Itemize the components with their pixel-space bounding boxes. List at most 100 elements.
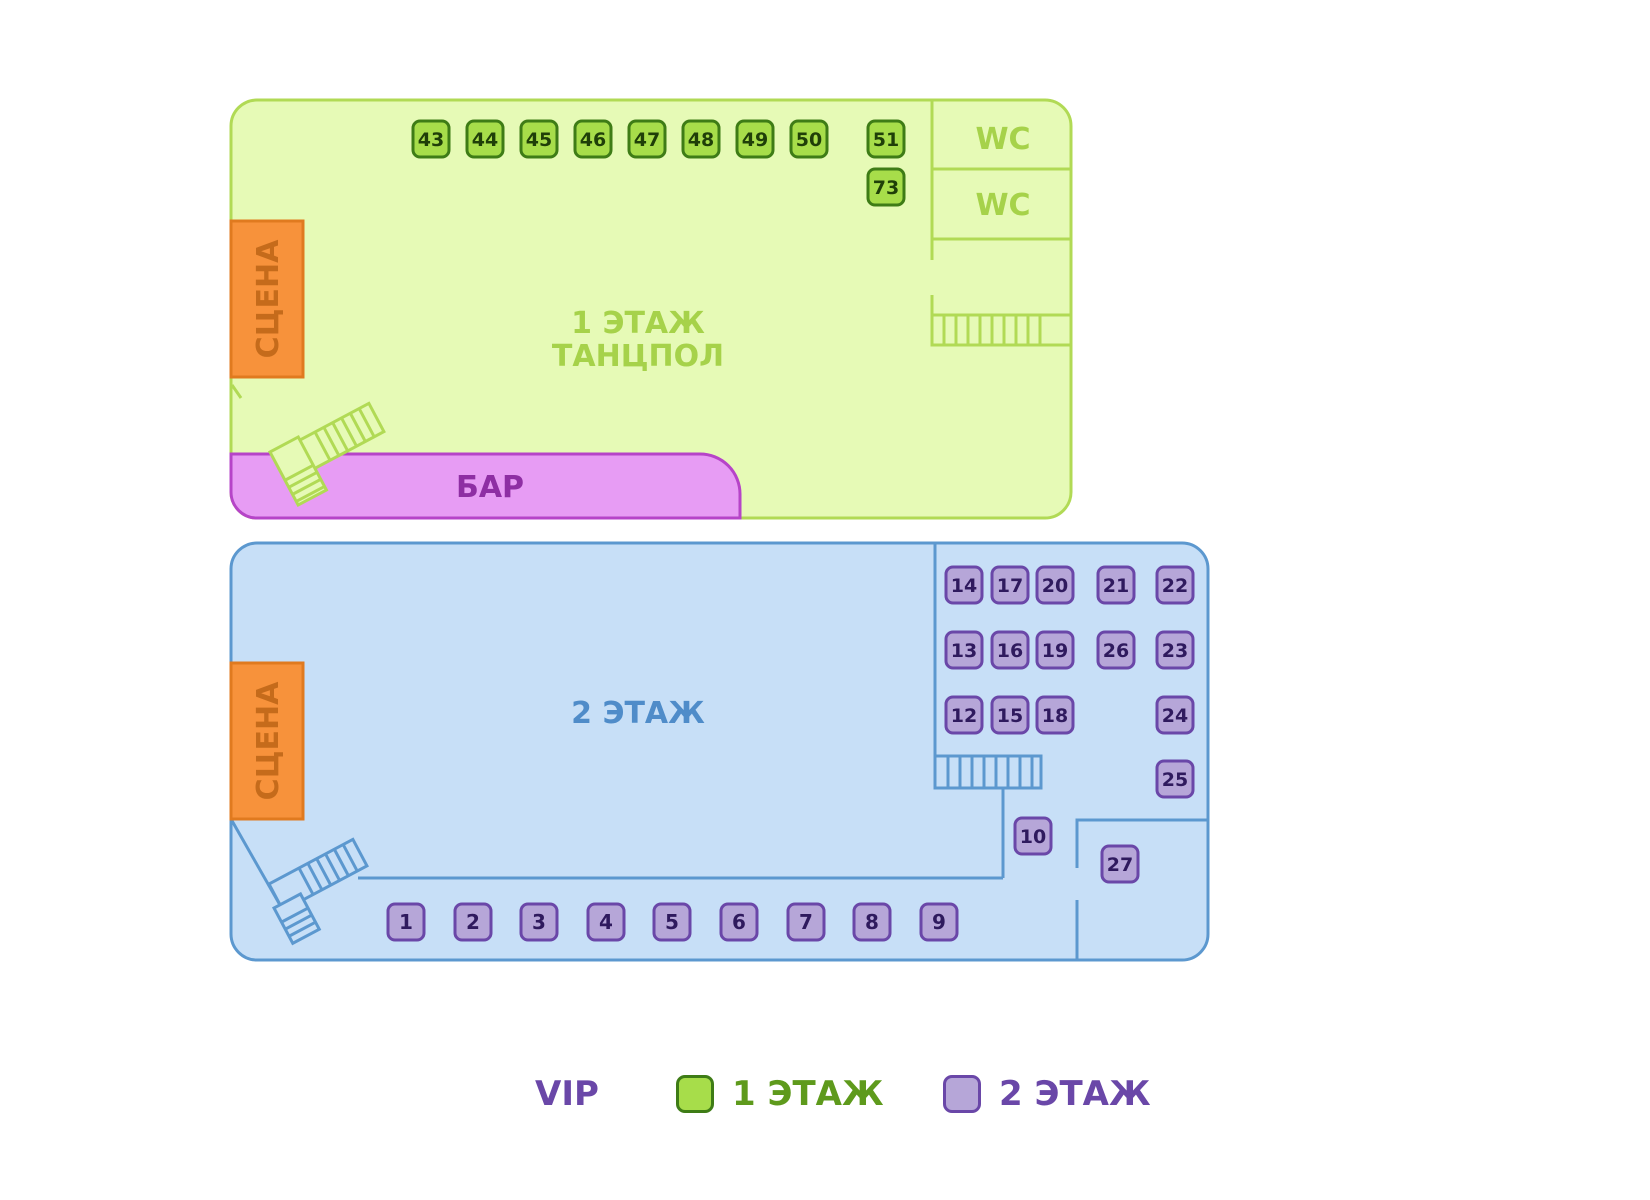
table-box[interactable] [735,119,775,159]
table-box[interactable] [866,167,906,207]
floor-2-partitions [229,543,1208,960]
floor-1-table-73[interactable]: 73 [866,167,906,207]
table-number: 17 [997,575,1023,597]
table-number: 14 [951,575,977,597]
floor-2-table-25[interactable]: 25 [1155,759,1195,799]
table-box[interactable] [573,119,613,159]
table-box[interactable] [1035,695,1075,735]
floor-2-table-6[interactable]: 6 [719,902,759,942]
table-number: 20 [1042,575,1068,597]
table-box[interactable] [944,565,984,605]
table-number: 13 [951,640,977,662]
table-box[interactable] [944,695,984,735]
table-number: 19 [1042,640,1068,662]
table-box[interactable] [786,902,826,942]
table-box[interactable] [1013,816,1053,856]
table-box[interactable] [519,902,559,942]
table-number: 51 [873,129,899,151]
table-box[interactable] [453,902,493,942]
floor-2-table-18[interactable]: 18 [1035,695,1075,735]
floor-1-table-43[interactable]: 43 [411,119,451,159]
floor-2-table-15[interactable]: 15 [990,695,1030,735]
legend-floor-1: 1 ЭТАЖ [676,1070,884,1118]
floor-2-stage [229,661,305,821]
floor-2-table-21[interactable]: 21 [1096,565,1136,605]
table-number: 45 [526,129,552,151]
table-box[interactable] [1035,565,1075,605]
floor-1-table-46[interactable]: 46 [573,119,613,159]
table-number: 3 [532,910,546,934]
table-number: 22 [1162,575,1188,597]
wc-label-2: WC [975,188,1030,223]
floor-2-table-9[interactable]: 9 [919,902,959,942]
table-box[interactable] [627,119,667,159]
table-box[interactable] [990,565,1030,605]
table-number: 27 [1107,854,1133,876]
table-box[interactable] [681,119,721,159]
table-number: 12 [951,705,977,727]
table-box[interactable] [919,902,959,942]
floor-2-table-5[interactable]: 5 [652,902,692,942]
floor-2-table-14[interactable]: 14 [944,565,984,605]
table-box[interactable] [852,902,892,942]
table-box[interactable] [1096,565,1136,605]
floor-2-table-12[interactable]: 12 [944,695,984,735]
floor-2-table-2[interactable]: 2 [453,902,493,942]
table-number: 73 [873,177,899,199]
floor-2-table-16[interactable]: 16 [990,630,1030,670]
floor-2-table-8[interactable]: 8 [852,902,892,942]
floor-2-table-4[interactable]: 4 [586,902,626,942]
floor-1-table-49[interactable]: 49 [735,119,775,159]
table-number: 15 [997,705,1023,727]
table-box[interactable] [519,119,559,159]
table-box[interactable] [1155,695,1195,735]
table-box[interactable] [386,902,426,942]
floor-1-table-45[interactable]: 45 [519,119,559,159]
floor-2-table-10[interactable]: 10 [1013,816,1053,856]
floor-2-table-7[interactable]: 7 [786,902,826,942]
floor-1-tables: 43 44 45 46 47 48 49 50 51 73 [411,119,906,207]
table-box[interactable] [990,695,1030,735]
table-box[interactable] [1096,630,1136,670]
floor-2-table-23[interactable]: 23 [1155,630,1195,670]
floor-1-table-44[interactable]: 44 [465,119,505,159]
floor-2-table-19[interactable]: 19 [1035,630,1075,670]
table-number: 47 [634,129,660,151]
floor-2-table-1[interactable]: 1 [386,902,426,942]
floor-2-table-22[interactable]: 22 [1155,565,1195,605]
floor-2-table-24[interactable]: 24 [1155,695,1195,735]
table-number: 48 [688,129,714,151]
table-box[interactable] [652,902,692,942]
table-box[interactable] [1100,844,1140,884]
floor-2-table-27[interactable]: 27 [1100,844,1140,884]
table-box[interactable] [719,902,759,942]
table-box[interactable] [1155,565,1195,605]
table-box[interactable] [411,119,451,159]
table-box[interactable] [586,902,626,942]
table-box[interactable] [944,630,984,670]
floor-2-table-20[interactable]: 20 [1035,565,1075,605]
table-box[interactable] [990,630,1030,670]
table-box[interactable] [465,119,505,159]
table-box[interactable] [1035,630,1075,670]
floor-1-table-48[interactable]: 48 [681,119,721,159]
floor-2-table-17[interactable]: 17 [990,565,1030,605]
floor-1-table-51[interactable]: 51 [866,119,906,159]
table-box[interactable] [789,119,829,159]
floor-2-table-26[interactable]: 26 [1096,630,1136,670]
table-box[interactable] [1155,759,1195,799]
table-number: 18 [1042,705,1068,727]
floor-2-table-13[interactable]: 13 [944,630,984,670]
floor-1-table-50[interactable]: 50 [789,119,829,159]
table-box[interactable] [866,119,906,159]
floor-2-title: 2 ЭТАЖ [571,696,705,731]
floor-2-table-3[interactable]: 3 [519,902,559,942]
table-number: 8 [865,910,879,934]
floor-1-table-47[interactable]: 47 [627,119,667,159]
table-number: 5 [665,910,679,934]
floor-2-stairs-left [266,837,369,946]
table-number: 16 [997,640,1023,662]
table-box[interactable] [1155,630,1195,670]
floor-1-stage [229,219,305,379]
legend-vip-label: VIP [535,1074,599,1114]
